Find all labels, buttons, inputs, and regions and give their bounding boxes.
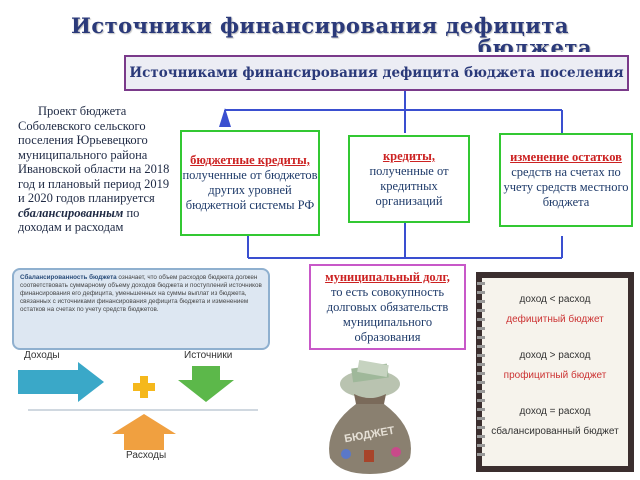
source-text: то есть совокупность долговых обязательс…: [326, 284, 449, 344]
income-arrow-icon: [18, 362, 104, 402]
result-surplus: профицитный бюджет: [503, 370, 607, 381]
source-heading: бюджетные кредиты,: [190, 153, 310, 167]
title-line-2: бюджета: [477, 36, 592, 52]
lead-bold: сбалансированным: [18, 205, 124, 220]
expenses-arrow-icon: [112, 414, 176, 450]
source-heading: изменение остатков: [510, 150, 622, 164]
formula-surplus: доход > расход: [519, 350, 591, 361]
source-text: полученные от бюджетов других уровней бю…: [182, 168, 318, 212]
label-income: Доходы: [24, 350, 60, 361]
balance-arrows: [18, 362, 258, 450]
label-sources: Источники: [184, 350, 233, 361]
budget-bag-icon: БЮДЖЕТ: [329, 360, 411, 474]
budget-types-notebook: доход < расход дефицитный бюджет доход >…: [476, 272, 634, 472]
source-text: средств на счетах по учету средств местн…: [503, 165, 629, 209]
definition-text: означает, что объем расходов бюджета дол…: [20, 274, 262, 313]
label-expenses: Расходы: [126, 450, 167, 461]
source-text: полученные от кредитных организаций: [369, 164, 449, 208]
source-heading: кредиты,: [382, 149, 436, 163]
source-box-balance-change: изменение остатков средств на счетах по …: [499, 133, 633, 227]
source-heading: муниципальный долг,: [325, 269, 450, 284]
result-balanced: сбалансированный бюджет: [491, 426, 619, 437]
source-box-budget-credits: бюджетные кредиты, полученные от бюджето…: [180, 130, 320, 236]
main-heading-box: Источниками финансирования дефицита бюдж…: [124, 55, 629, 91]
source-box-credits: кредиты, полученные от кредитных организ…: [348, 135, 470, 223]
notebook-page: доход < расход дефицитный бюджет доход >…: [477, 278, 628, 466]
sources-arrow-icon: [178, 366, 234, 402]
lead-text: Проект бюджета Соболевского сельского по…: [18, 104, 170, 205]
formula-deficit: доход < расход: [519, 294, 591, 305]
lead-tail: по доходам и расходам: [18, 205, 140, 235]
lead-paragraph: Проект бюджета Соболевского сельского по…: [18, 104, 170, 235]
title-line-1: Источники финансирования дефицита: [71, 13, 569, 38]
result-deficit: дефицитный бюджет: [506, 314, 604, 325]
balance-illustration: Сбалансированность бюджета означает, что…: [8, 262, 278, 467]
definition-card: Сбалансированность бюджета означает, что…: [12, 268, 270, 350]
formula-balanced: доход = расход: [519, 406, 591, 417]
page-title: Источники финансирования дефицита бюджет…: [0, 13, 640, 53]
definition-bold: Сбалансированность бюджета: [20, 274, 117, 281]
source-box-municipal-debt: муниципальный долг, то есть совокупность…: [309, 264, 466, 350]
